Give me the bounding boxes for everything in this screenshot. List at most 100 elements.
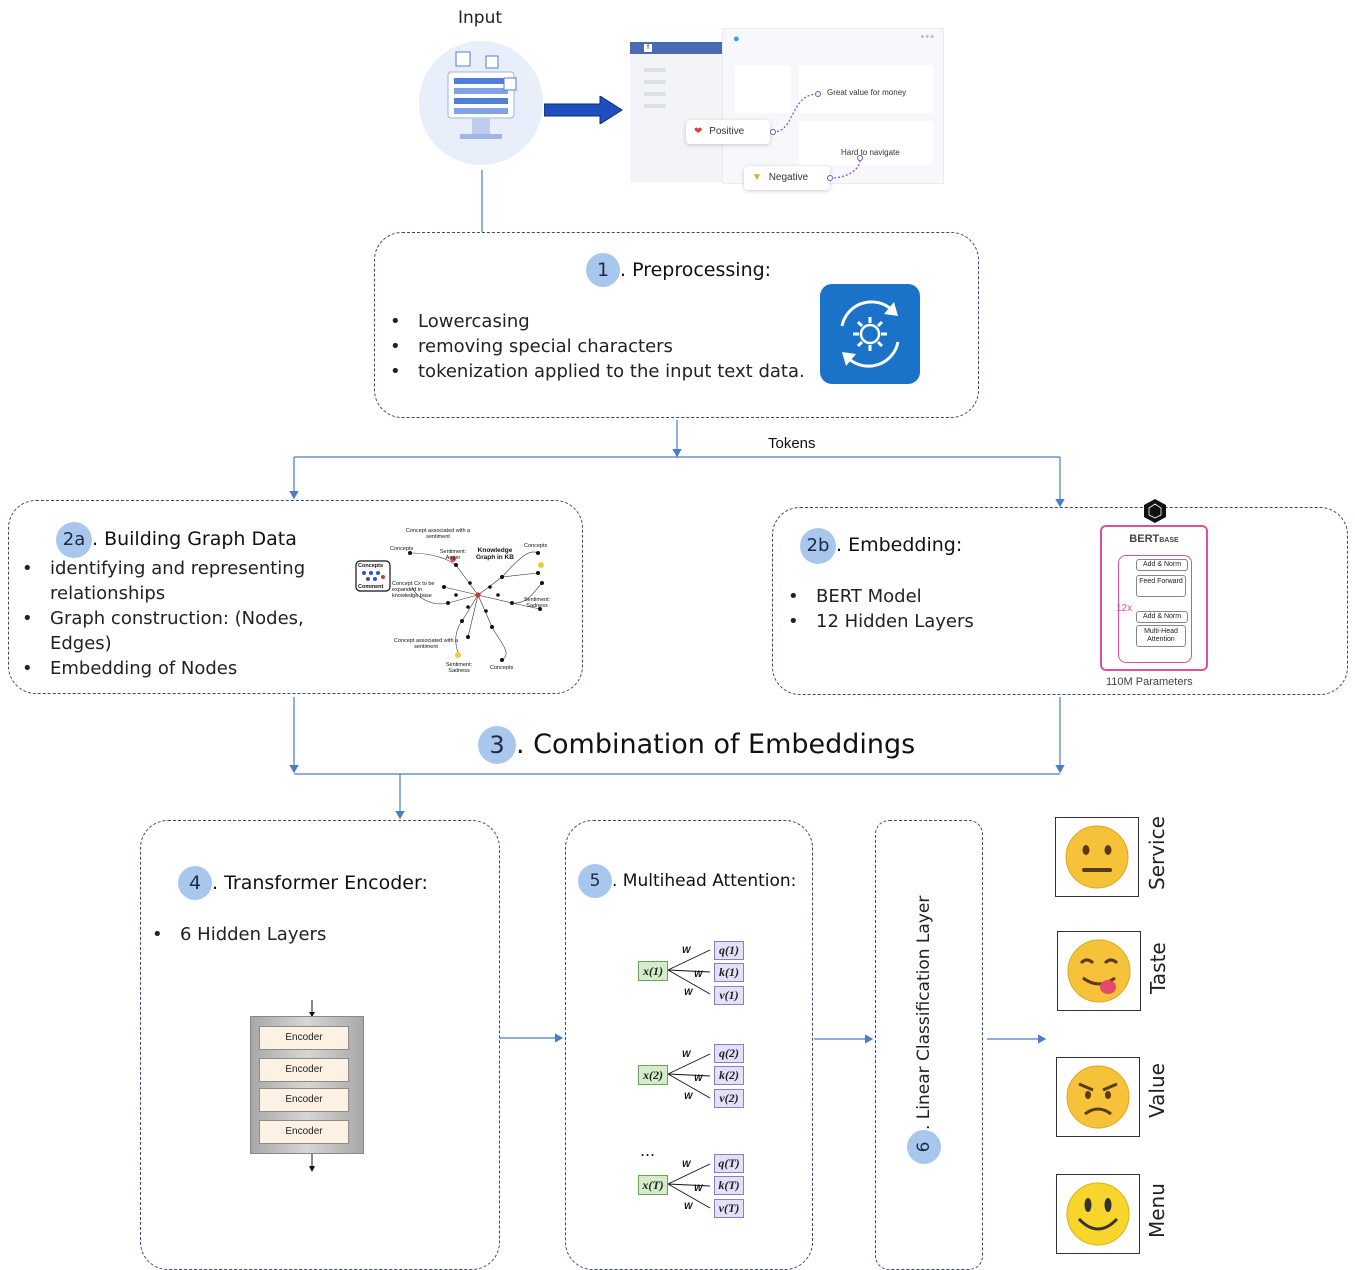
key-vector: k(1) — [714, 963, 744, 982]
input-vector: x(T) — [638, 1175, 668, 1195]
transformer-encoder-title: 4. Transformer Encoder: — [178, 866, 428, 900]
svg-text:W: W — [694, 969, 704, 979]
value-label: Value — [1145, 1063, 1169, 1118]
bert-diagram: BERTBASE Add & Norm Feed Forward Add & N… — [1100, 525, 1208, 671]
transformer-encoder-bullets: 6 Hidden Layers — [152, 922, 326, 947]
thumbs-down-icon: ▼ — [752, 172, 762, 183]
encoder-stack: Encoder Encoder Encoder Encoder — [250, 1016, 364, 1154]
transformer-encoder-bullet: 6 Hidden Layers — [152, 922, 326, 947]
preprocessing-bullet: removing special characters — [390, 334, 805, 359]
polyhedron-icon — [1144, 499, 1166, 523]
input-vector: x(2) — [638, 1065, 668, 1085]
more-dots-icon: ••• — [920, 31, 935, 43]
menu-output — [1056, 1174, 1140, 1254]
graph-data-title: 2a. Building Graph Data — [56, 522, 297, 558]
facebook-panel: f — [630, 42, 730, 182]
combination-title-text: . Combination of Embeddings — [516, 729, 916, 760]
value-vector: v(1) — [714, 986, 744, 1005]
svg-text:W: W — [682, 945, 692, 955]
step-badge-5: 5 — [578, 864, 612, 898]
svg-text:W: W — [684, 1091, 694, 1101]
preprocessing-bullet: tokenization applied to the input text d… — [390, 359, 805, 384]
embedding-title: 2b. Embedding: — [800, 528, 962, 564]
knowledge-graph-illustration: Concepts Comment Knowledge Graph in KB C… — [352, 525, 562, 675]
key-vector: k(2) — [714, 1066, 744, 1085]
step-badge-1: 1 — [586, 253, 620, 287]
twitter-icon: ● — [733, 33, 740, 45]
arrow-right-icon — [544, 96, 623, 124]
expanded-concept-label: Concept Cx to be expanded in knowledge b… — [392, 581, 435, 599]
neutral-face-icon — [1065, 825, 1129, 889]
bert-title: BERTBASE — [1129, 533, 1179, 545]
embedding-box — [772, 507, 1348, 695]
svg-text:W: W — [682, 1159, 692, 1169]
input-vector: x(1) — [638, 961, 668, 981]
bert-add-norm-top: Add & Norm — [1136, 559, 1188, 571]
encoder-layer: Encoder — [259, 1120, 349, 1144]
linear-classification-title-text: . Linear Classification Layer — [914, 895, 934, 1130]
kg-title: Knowledge Graph in KB — [476, 547, 514, 561]
graph-data-bullet: identifying and representing relationshi… — [22, 556, 312, 606]
linear-classification-title: 6. Linear Classification Layer — [907, 896, 941, 1164]
facebook-icon: f — [644, 44, 652, 52]
graph-data-box — [8, 500, 583, 694]
yum-face-icon — [1067, 939, 1131, 1003]
value-output — [1056, 1057, 1140, 1137]
service-label: Service — [1145, 816, 1169, 890]
graph-data-bullet: Embedding of Nodes — [22, 656, 312, 681]
combination-title: 3. Combination of Embeddings — [478, 726, 915, 764]
input-monitor-illustration — [419, 41, 543, 165]
service-output — [1055, 817, 1139, 897]
concept-sentiment-bottom-label: Concept associated with a sentiment — [393, 638, 459, 650]
preprocessing-box — [374, 232, 979, 418]
sentiment-links — [770, 91, 863, 181]
sentiment-sadness-bottom-label: Sentiment: Sadness — [445, 662, 473, 674]
embedding-title-text: . Embedding: — [836, 534, 963, 556]
negative-label: Negative — [768, 172, 809, 183]
menu-label: Menu — [1145, 1183, 1169, 1238]
query-vector: q(T) — [714, 1154, 744, 1173]
svg-text:W: W — [684, 987, 694, 997]
svg-text:W: W — [682, 1049, 692, 1059]
step-badge-3: 3 — [478, 726, 516, 764]
step-badge-2b: 2b — [800, 528, 836, 564]
graph-data-title-text: . Building Graph Data — [92, 528, 297, 550]
embedding-bullet: BERT Model — [788, 584, 974, 609]
tokens-label: Tokens — [768, 435, 816, 452]
query-vector: q(2) — [714, 1044, 744, 1063]
embedding-bullets: BERT Model 12 Hidden Layers — [788, 584, 974, 634]
angry-face-icon — [1066, 1065, 1130, 1129]
smile-face-icon — [1066, 1182, 1130, 1246]
graph-data-bullets: identifying and representing relationshi… — [22, 556, 312, 681]
preprocessing-title-text: . Preprocessing: — [620, 259, 772, 281]
preprocessing-title: 1. Preprocessing: — [586, 253, 771, 287]
bert-repeat-label: 12x — [1116, 603, 1133, 614]
review-text-1: Great value for money — [827, 88, 907, 97]
comment-label: Comment — [358, 584, 384, 590]
sentiment-sadness-right-label: Sentiment: Sadness — [523, 597, 551, 609]
bert-layer-block — [1118, 555, 1192, 663]
step-badge-2a: 2a — [56, 522, 92, 558]
svg-text:W: W — [694, 1183, 704, 1193]
concepts-label-a: Concepts — [390, 546, 414, 552]
encoder-layer: Encoder — [259, 1058, 349, 1082]
concept-sentiment-top-label: Concept associated with a sentiment — [405, 528, 471, 540]
concepts-label-c: Concepts — [490, 665, 514, 671]
graph-data-bullet: Graph construction: (Nodes, Edges) — [22, 606, 312, 656]
concepts-box-label: Concepts — [358, 563, 384, 569]
encoder-layer: Encoder — [259, 1088, 349, 1112]
key-vector: k(T) — [714, 1176, 744, 1195]
heart-icon: ❤ — [694, 126, 703, 137]
preprocessing-bullet: Lowercasing — [390, 309, 805, 334]
taste-label: Taste — [1146, 942, 1170, 994]
input-label: Input — [458, 8, 503, 28]
bert-params-label: 110M Parameters — [1106, 676, 1193, 688]
twitter-panel: ● ••• Great value for money Hard to navi… — [722, 28, 944, 184]
gear-refresh-icon — [820, 284, 920, 384]
svg-text:W: W — [694, 1073, 704, 1083]
embedding-bullet: 12 Hidden Layers — [788, 609, 974, 634]
taste-output — [1057, 931, 1141, 1011]
sentiment-anger-label: Sentiment: Anger — [439, 549, 467, 561]
